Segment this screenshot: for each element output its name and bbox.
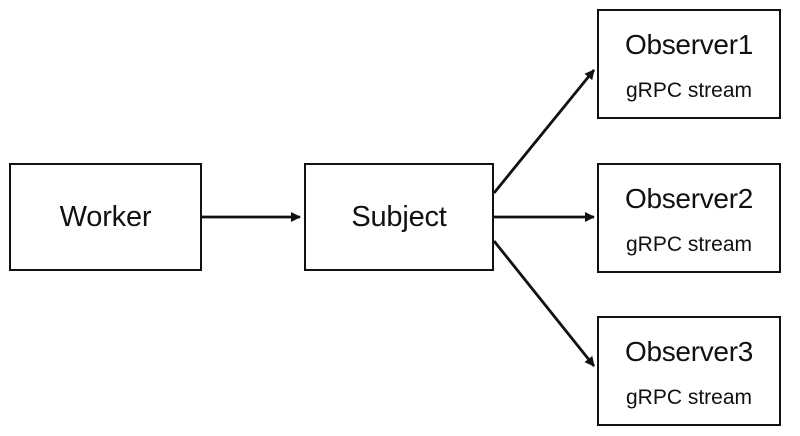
edge-subject-to-observer3 [492,240,596,367]
observer2-node: Observer2 gRPC stream [597,163,781,273]
observer2-title: Observer2 [624,183,754,214]
worker-label: Worker [59,200,152,233]
observer3-subtitle: gRPC stream [625,386,753,409]
edge-subject-to-observer1 [492,69,596,194]
observer3-node: Observer3 gRPC stream [597,316,781,426]
observer2-subtitle: gRPC stream [625,233,753,256]
subject-node: Subject [304,163,494,271]
observer1-title: Observer1 [624,29,754,60]
subject-label: Subject [351,200,447,233]
worker-node: Worker [9,163,202,271]
observer1-subtitle: gRPC stream [625,79,753,102]
observer3-title: Observer3 [624,336,754,367]
observer1-node: Observer1 gRPC stream [597,9,781,119]
